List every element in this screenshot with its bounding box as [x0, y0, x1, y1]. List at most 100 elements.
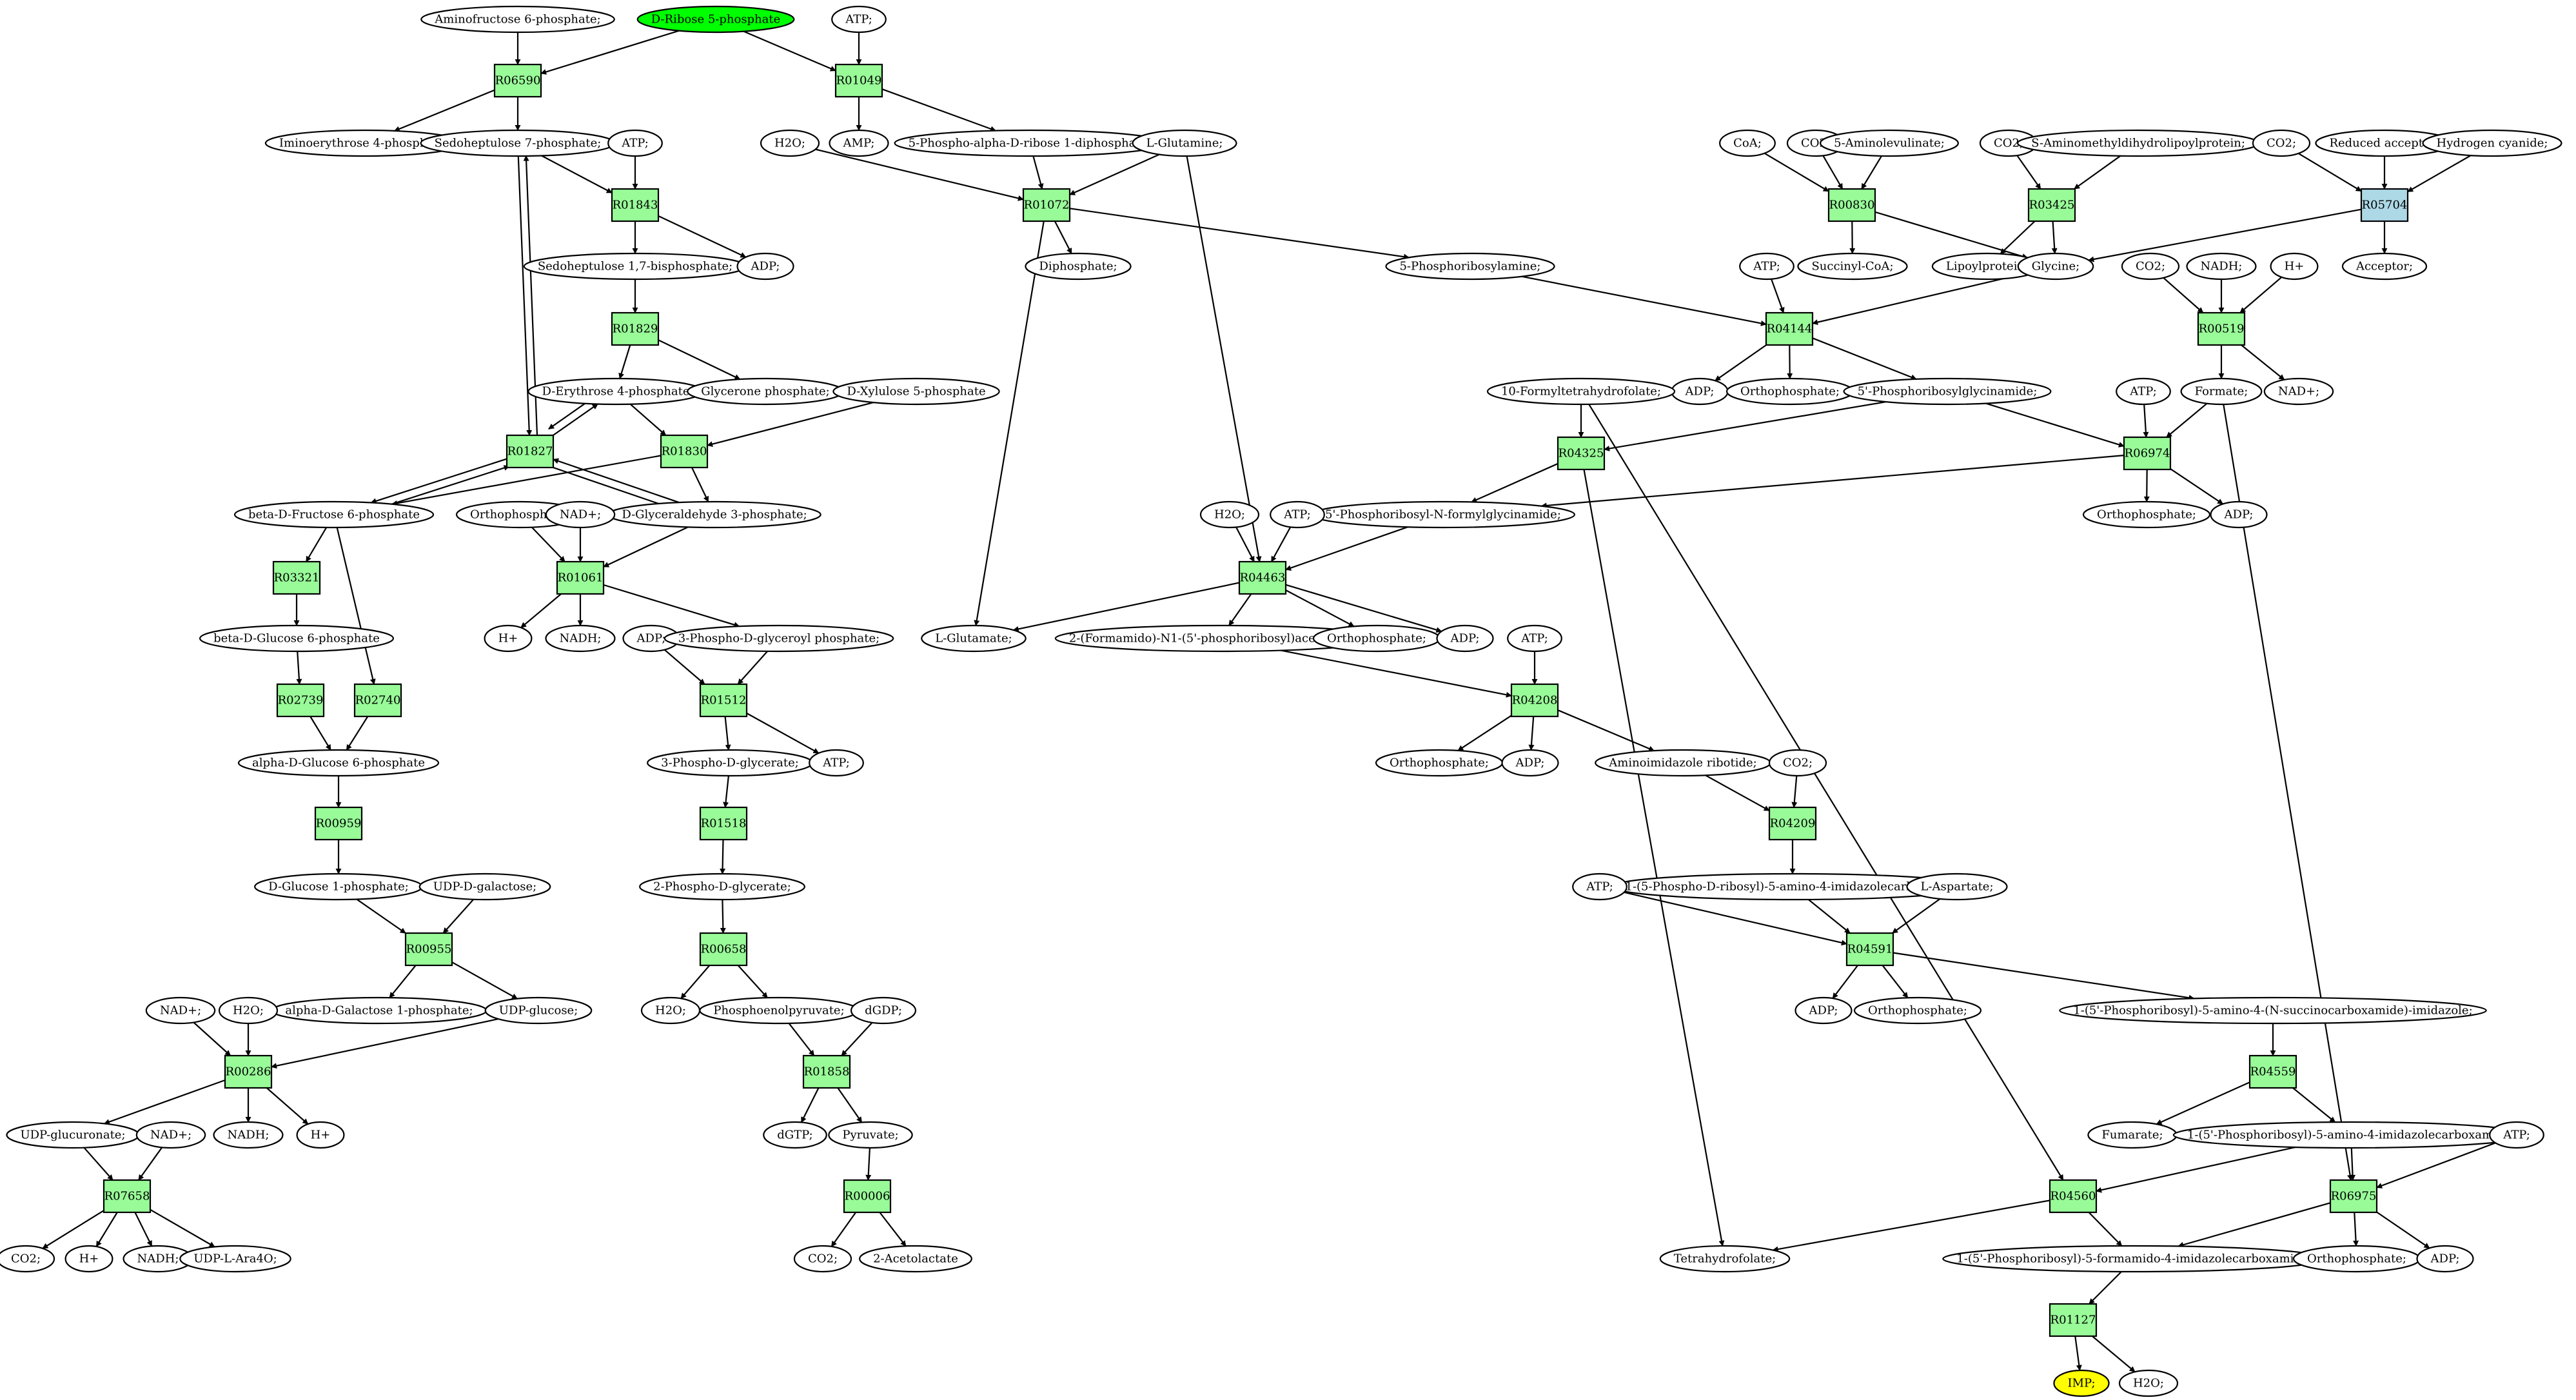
- reaction-node[interactable]: R01843: [611, 188, 660, 222]
- metabolite-node[interactable]: H2O;: [1199, 500, 1260, 529]
- metabolite-node[interactable]: 2-Phospho-D-glycerate;: [639, 873, 805, 901]
- reaction-node[interactable]: R04591: [1845, 932, 1894, 967]
- reaction-node[interactable]: R06974: [2123, 436, 2172, 471]
- reaction-node[interactable]: R01127: [2049, 1303, 2098, 1337]
- metabolite-node[interactable]: Sedoheptulose 7-phosphate;: [420, 129, 616, 157]
- metabolite-node[interactable]: H+: [64, 1245, 113, 1273]
- metabolite-node[interactable]: Hydrogen cyanide;: [2422, 129, 2562, 157]
- reaction-node[interactable]: R04208: [1510, 683, 1559, 718]
- metabolite-node[interactable]: ATP;: [2116, 377, 2171, 406]
- metabolite-node[interactable]: ADP;: [1436, 624, 1494, 653]
- reaction-node[interactable]: R06590: [493, 63, 542, 98]
- metabolite-node[interactable]: Reduced acceptor;: [2315, 129, 2454, 157]
- metabolite-node[interactable]: ATP;: [1572, 873, 1627, 901]
- reaction-node[interactable]: R01061: [556, 560, 605, 595]
- reaction-node[interactable]: R01049: [834, 63, 883, 98]
- metabolite-node[interactable]: 1-(5'-Phosphoribosyl)-5-amino-4-imidazol…: [2172, 1121, 2530, 1149]
- metabolite-node[interactable]: 5-Phosphoribosylamine;: [1385, 252, 1555, 281]
- metabolite-node[interactable]: Orthophosphate;: [1312, 624, 1441, 653]
- metabolite-node[interactable]: H+: [2270, 252, 2319, 281]
- metabolite-node[interactable]: beta-D-Glucose 6-phosphate: [199, 624, 394, 653]
- reaction-node[interactable]: R00006: [843, 1179, 892, 1214]
- metabolite-node[interactable]: AMP;: [829, 129, 889, 157]
- reaction-node[interactable]: R00658: [699, 932, 748, 967]
- metabolite-node[interactable]: Glycerone phosphate;: [687, 377, 844, 406]
- metabolite-node[interactable]: 2-(Formamido)-N1-(5'-phosphoribosyl)acet…: [1054, 624, 1386, 653]
- metabolite-node[interactable]: Fumarate;: [2087, 1121, 2178, 1149]
- target-metabolite-node[interactable]: IMP;: [2053, 1369, 2110, 1397]
- metabolite-node[interactable]: 3-Phospho-D-glycerate;: [647, 749, 813, 777]
- reaction-node[interactable]: R02739: [276, 683, 325, 718]
- reaction-node[interactable]: R00830: [1827, 188, 1876, 222]
- metabolite-node[interactable]: CO2;: [793, 1245, 852, 1273]
- metabolite-node[interactable]: CO2;: [2121, 252, 2180, 281]
- metabolite-node[interactable]: ADP;: [622, 624, 680, 653]
- metabolite-node[interactable]: Orthophosphate;: [1726, 377, 1854, 406]
- metabolite-node[interactable]: ATP;: [607, 129, 663, 157]
- reaction-node[interactable]: R01829: [611, 311, 660, 346]
- metabolite-node[interactable]: alpha-D-Glucose 6-phosphate: [237, 749, 440, 777]
- metabolite-node[interactable]: UDP-D-galactose;: [418, 873, 551, 901]
- metabolite-node[interactable]: Phosphoenolpyruvate;: [699, 996, 859, 1025]
- metabolite-node[interactable]: Aminoimidazole ribotide;: [1595, 749, 1771, 777]
- metabolite-node[interactable]: NAD+;: [145, 996, 216, 1025]
- metabolite-node[interactable]: Orthophosphate;: [1375, 749, 1504, 777]
- metabolite-node[interactable]: Iminoerythrose 4-phosphate;: [264, 129, 464, 157]
- reaction-node[interactable]: R04559: [2248, 1054, 2297, 1089]
- reaction-node[interactable]: R02740: [353, 683, 402, 718]
- reaction-node-alt[interactable]: R05704: [2360, 188, 2409, 222]
- metabolite-node[interactable]: NADH;: [213, 1121, 284, 1149]
- reaction-node[interactable]: R00959: [314, 806, 363, 841]
- reaction-node[interactable]: R01518: [699, 806, 748, 841]
- reaction-node[interactable]: R04325: [1557, 436, 1606, 471]
- metabolite-node[interactable]: CO2;: [0, 1245, 55, 1273]
- start-metabolite-node[interactable]: D-Ribose 5-phosphate: [636, 5, 795, 34]
- metabolite-node[interactable]: dGTP;: [763, 1121, 827, 1149]
- metabolite-node[interactable]: ADP;: [2210, 500, 2268, 529]
- metabolite-node[interactable]: NADH;: [545, 624, 616, 653]
- metabolite-node[interactable]: UDP-glucose;: [484, 996, 593, 1025]
- metabolite-node[interactable]: Pyruvate;: [828, 1121, 913, 1149]
- metabolite-node[interactable]: beta-D-Fructose 6-phosphate: [233, 500, 435, 529]
- metabolite-node[interactable]: NADH;: [2186, 252, 2257, 281]
- metabolite-node[interactable]: D-Glyceraldehyde 3-phosphate;: [607, 500, 821, 529]
- metabolite-node[interactable]: NAD+;: [2263, 377, 2334, 406]
- metabolite-node[interactable]: 3-Phospho-D-glyceroyl phosphate;: [664, 624, 894, 653]
- metabolite-node[interactable]: H2O;: [218, 996, 279, 1025]
- metabolite-node[interactable]: 5'-Phosphoribosyl-N-formylglycinamide;: [1311, 500, 1575, 529]
- metabolite-node[interactable]: Diphosphate;: [1025, 252, 1132, 281]
- metabolite-node[interactable]: D-Erythrose 4-phosphate: [527, 377, 704, 406]
- metabolite-node[interactable]: CoA;: [1719, 129, 1776, 157]
- metabolite-node[interactable]: H2O;: [640, 996, 701, 1025]
- reaction-node[interactable]: R03425: [2027, 188, 2076, 222]
- reaction-node[interactable]: R04463: [1238, 560, 1287, 595]
- metabolite-node[interactable]: NAD+;: [545, 500, 616, 529]
- reaction-node[interactable]: R04560: [2049, 1179, 2098, 1214]
- metabolite-node[interactable]: 1-(5'-Phosphoribosyl)-5-formamido-4-imid…: [1942, 1245, 2326, 1273]
- metabolite-node[interactable]: D-Glucose 1-phosphate;: [254, 873, 423, 901]
- metabolite-node[interactable]: 2-Acetolactate: [859, 1245, 972, 1273]
- reaction-node[interactable]: R00519: [2197, 311, 2246, 346]
- metabolite-node[interactable]: L-Glutamine;: [1132, 129, 1237, 157]
- metabolite-node[interactable]: Succinyl-CoA;: [1797, 252, 1908, 281]
- metabolite-node[interactable]: ADP;: [2416, 1245, 2474, 1273]
- metabolite-node[interactable]: ADP;: [1501, 749, 1559, 777]
- metabolite-node[interactable]: H+: [296, 1121, 345, 1149]
- reaction-node[interactable]: R04209: [1768, 806, 1817, 841]
- reaction-node[interactable]: R07658: [103, 1179, 152, 1214]
- metabolite-node[interactable]: Glycine;: [2017, 252, 2094, 281]
- metabolite-node[interactable]: H+: [484, 624, 533, 653]
- reaction-node[interactable]: R06975: [2329, 1179, 2378, 1214]
- metabolite-node[interactable]: Orthophosphate;: [2292, 1245, 2421, 1273]
- metabolite-node[interactable]: 5-Aminolevulinate;: [1820, 129, 1959, 157]
- metabolite-node[interactable]: Orthophosphate;: [2082, 500, 2211, 529]
- metabolite-node[interactable]: S-Aminomethyldihydrolipoylprotein;: [2016, 129, 2260, 157]
- reaction-node[interactable]: R01512: [699, 683, 748, 718]
- metabolite-node[interactable]: Acceptor;: [2341, 252, 2428, 281]
- metabolite-node[interactable]: UDP-L-Ara4O;: [179, 1245, 291, 1273]
- metabolite-node[interactable]: H2O;: [760, 129, 820, 157]
- metabolite-node[interactable]: ADP;: [736, 252, 794, 281]
- metabolite-node[interactable]: Tetrahydrofolate;: [1659, 1245, 1791, 1273]
- metabolite-node[interactable]: 1-(5'-Phosphoribosyl)-5-amino-4-(N-succi…: [2059, 996, 2487, 1025]
- metabolite-node[interactable]: Formate;: [2180, 377, 2263, 406]
